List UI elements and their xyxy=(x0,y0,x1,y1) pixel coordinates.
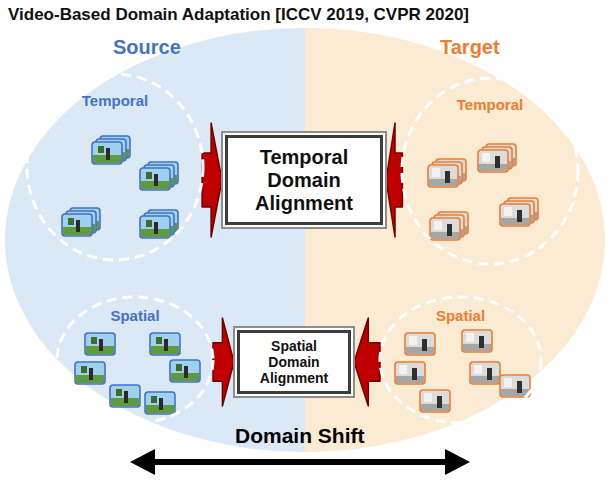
spatial-region: Spatial xyxy=(55,295,215,425)
temporal-region: Temporal xyxy=(400,76,580,266)
box-text: Spatial Domain Alignment xyxy=(240,338,348,386)
alignment-box: Temporal Domain Alignment xyxy=(225,135,383,225)
domain-heading: Target xyxy=(440,36,500,59)
axis-label: Domain Shift xyxy=(235,424,365,448)
alignment-box: Spatial Domain Alignment xyxy=(237,330,351,394)
box-text: Temporal Domain Alignment xyxy=(228,146,380,215)
region-label: Spatial xyxy=(55,307,215,324)
region-label: Spatial xyxy=(378,307,543,324)
alignment-arrow xyxy=(202,123,222,237)
alignment-arrow xyxy=(354,318,380,406)
region-label: Temporal xyxy=(400,96,580,113)
temporal-region: Temporal xyxy=(25,72,205,262)
region-label: Temporal xyxy=(25,92,205,109)
alignment-arrow xyxy=(213,318,234,406)
alignment-arrow xyxy=(386,123,402,237)
spatial-region: Spatial xyxy=(378,295,543,425)
diagram-title: Video-Based Domain Adaptation [ICCV 2019… xyxy=(8,5,469,25)
domain-heading: Source xyxy=(113,36,181,59)
